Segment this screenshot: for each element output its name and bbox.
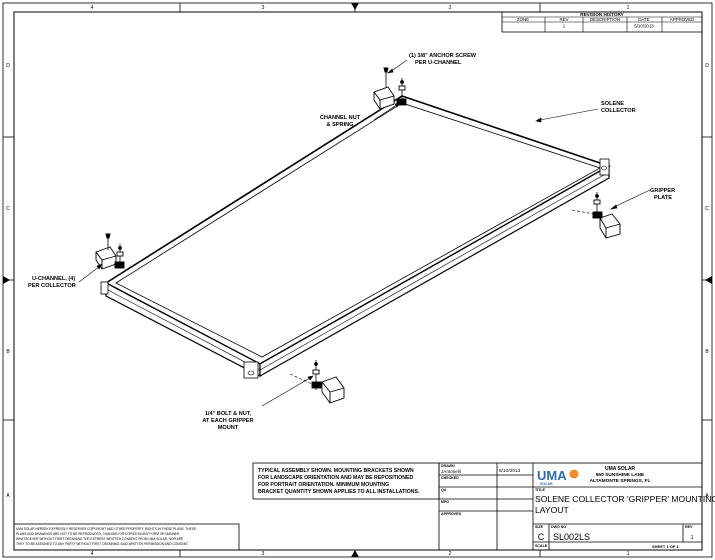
zone-right-b: B — [705, 349, 709, 355]
disclaimer-line3: WHATSOEVER WITHOUT FIRST OBTAINING THE E… — [16, 537, 183, 541]
zone-labels: 4 3 2 1 4 3 2 1 D C B A D C B A — [6, 5, 709, 557]
zone-right-d: D — [705, 63, 709, 69]
centering-arrows — [3, 3, 712, 557]
rev-header-zone: ZONE — [517, 17, 529, 22]
callout-channel-nut-line1: CHANNEL NUT — [320, 115, 361, 121]
company-name: UMA SOLAR — [605, 466, 635, 472]
zone-top-1: 1 — [627, 5, 630, 11]
drawn-date: 5/10/2013 — [499, 468, 521, 474]
zone-right-a: A — [705, 493, 709, 499]
mount-bottom — [289, 360, 345, 404]
logo-main: UMA — [537, 468, 567, 483]
scale-label: SCALE — [535, 544, 548, 548]
rev-header-description: DESCRIPTION — [590, 17, 620, 22]
callout-bolt-nut-line1: 1/4" BOLT & NUT, — [205, 411, 252, 417]
mount-left — [95, 233, 125, 270]
checked-label: CHECKED — [441, 476, 459, 480]
approved-label: APPROVED — [441, 512, 462, 516]
callout-bolt-nut-line2: AT EACH GRIPPER — [202, 418, 253, 424]
sheet-count: SHEET 1 OF 1 — [652, 544, 679, 549]
rev-value: 1 — [691, 535, 694, 541]
disclaimer-line2: PLANS AND DRAWINGS ARE NOT TO BE REPRODU… — [16, 532, 180, 536]
zone-top-2: 2 — [449, 5, 452, 11]
disclaimer: UMA SOLAR HEREBY EXPRESSLY RESERVES COPY… — [13, 523, 240, 551]
drawing-title-line1: SOLENE COLLECTOR 'GRIPPER' MOUNTING — [535, 494, 715, 504]
zone-left-c: C — [6, 206, 10, 212]
zone-top-3: 3 — [262, 5, 265, 11]
zone-bottom-1: 1 — [627, 551, 630, 557]
callout-anchor-screw-line1: (1) 3/8" ANCHOR SCREW — [409, 53, 477, 59]
title-label: TITLE — [535, 488, 546, 492]
callout-u-channel-line2: PER COLLECTOR — [28, 283, 76, 289]
qa-label: QA — [441, 488, 447, 492]
disclaimer-line1: UMA SOLAR HEREBY EXPRESSLY RESERVES COPY… — [16, 527, 196, 531]
note-line2: FOR LANDSCAPE ORIENTATION AND MAY BE REP… — [258, 475, 414, 481]
title-block-text: DRAWN JAntonelli 5/10/2013 CHECKED QA MF… — [441, 464, 715, 549]
zone-bottom-3: 3 — [262, 551, 265, 557]
callout-anchor-screw-line2: PER U-CHANNEL — [415, 60, 462, 66]
mount-top — [373, 67, 407, 110]
disclaimer-line4: THEY TO BE ASSIGNED TO ANY PARTY WITHOUT… — [16, 542, 189, 546]
note-line4: BRACKET QUANTITY SHOWN APPLIES TO ALL IN… — [258, 489, 420, 495]
inner-border — [13, 11, 703, 551]
rev-header-rev: REV — [559, 17, 568, 22]
callouts: (1) 3/8" ANCHOR SCREW PER U-CHANNEL CHAN… — [28, 53, 675, 431]
callout-bolt-nut-line3: MOUNT — [218, 425, 239, 431]
note-line3: FOR PORTRAIT ORIENTATION. MINIMUM MOUNTI… — [258, 482, 389, 488]
company-address-1: 950 SUNSHINE LANE — [596, 472, 645, 478]
size-label: SIZE — [535, 525, 544, 529]
callout-u-channel-line1: U-CHANNEL, (4) — [32, 276, 75, 282]
rev-header-approved: APPROVED — [670, 17, 694, 22]
uma-solar-logo: UMA SOLAR — [537, 468, 579, 486]
dwg-no-label: DWG NO — [551, 525, 566, 529]
drawn-label: DRAWN — [441, 464, 455, 468]
sheet-size: C — [538, 532, 545, 542]
rev-header-date: DATE — [638, 17, 649, 22]
title-block — [438, 462, 703, 551]
zone-left-d: D — [6, 63, 10, 69]
assembly-note: TYPICAL ASSEMBLY SHOWN. MOUNTING BRACKET… — [252, 462, 440, 500]
drawn-name: JAntonelli — [441, 469, 461, 474]
rev-label: REV — [685, 525, 693, 529]
mount-right — [571, 192, 621, 239]
rev-row-rev: 1 — [563, 24, 566, 29]
logo-sub: SOLAR — [540, 482, 553, 486]
zone-bottom-2: 2 — [449, 551, 452, 557]
revision-title: REVISION HISTORY — [580, 12, 623, 17]
callout-channel-nut-line2: & SPRING — [326, 122, 353, 128]
rev-row-date: 5/10/2013 — [634, 24, 654, 29]
drawing-title-line2: LAYOUT — [535, 505, 569, 515]
zone-left-b: B — [6, 349, 10, 355]
zone-bottom-4: 4 — [91, 551, 94, 557]
zone-left-a: A — [6, 493, 10, 499]
callout-gripper-line1: GRIPPER — [650, 188, 675, 194]
callout-collector-line1: SOLENE — [601, 101, 624, 107]
callout-collector-line2: COLLECTOR — [601, 108, 636, 114]
leader-lines — [78, 59, 651, 407]
solene-collector-panel — [100, 95, 611, 379]
logo-sun-icon — [569, 469, 579, 479]
revision-table: REVISION HISTORY ZONE REV DESCRIPTION DA… — [501, 11, 703, 33]
zone-top-4: 4 — [91, 5, 94, 11]
zone-right-c: C — [705, 206, 709, 212]
mfg-label: MFG — [441, 500, 449, 504]
company-address-2: ALTAMONTE SPRINGS, FL — [590, 478, 651, 484]
note-line1: TYPICAL ASSEMBLY SHOWN. MOUNTING BRACKET… — [258, 468, 414, 474]
callout-gripper-line2: PLATE — [654, 195, 672, 201]
dwg-no: SL002LS — [553, 532, 590, 542]
